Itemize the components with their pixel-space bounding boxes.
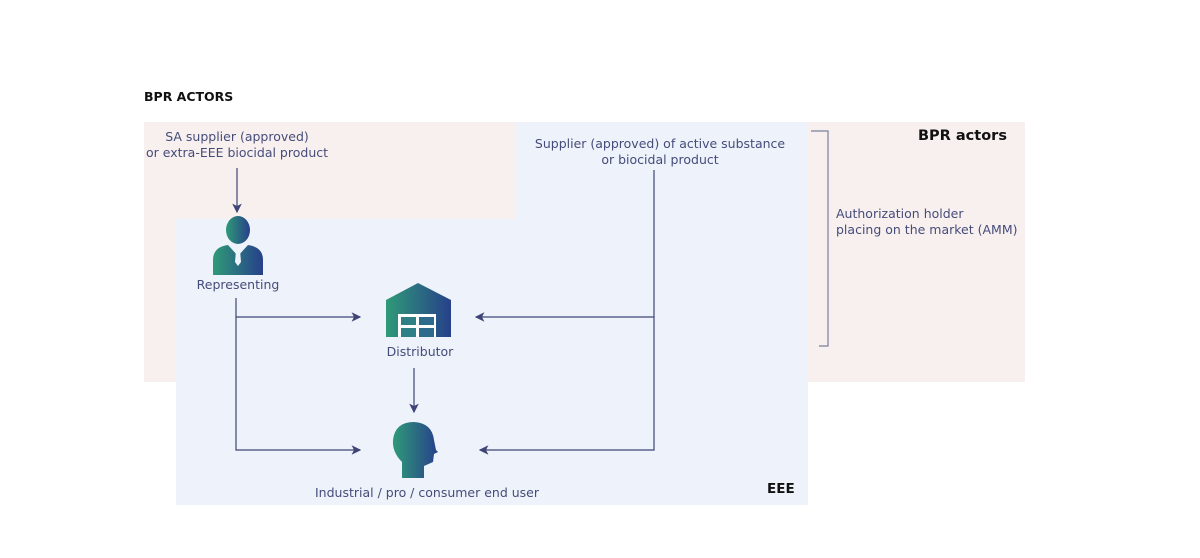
authorization-line-1: Authorization holder xyxy=(836,206,964,221)
warehouse-icon xyxy=(386,283,451,337)
sa-supplier-label: SA supplier (approved) or extra-EEE bioc… xyxy=(144,129,330,161)
sa-supplier-line-2: or extra-EEE biocidal product xyxy=(145,145,329,160)
eee-region-label: EEE xyxy=(767,481,795,497)
representing-label: Representing xyxy=(196,277,280,292)
arrow-supplier-to-end-user xyxy=(478,317,655,455)
supplier-line-2: or biocidal product xyxy=(601,152,719,167)
head-profile-icon xyxy=(392,422,438,478)
authorization-label: Authorization holder placing on the mark… xyxy=(836,206,1017,238)
sa-supplier-line-1: SA supplier (approved) xyxy=(165,129,309,144)
eee-region xyxy=(176,122,808,505)
supplier-line-1: Supplier (approved) of active substance xyxy=(534,136,786,151)
bpr-actors-region-label: BPR actors xyxy=(918,128,1007,144)
bracket-authorization xyxy=(811,130,829,347)
arrow-representing-to-end-user xyxy=(235,317,362,455)
diagram-title: BPR ACTORS xyxy=(144,89,234,104)
distributor-label: Distributor xyxy=(386,344,454,359)
supplier-label: Supplier (approved) of active substance … xyxy=(530,136,790,168)
person-icon xyxy=(213,216,263,275)
authorization-line-2: placing on the market (AMM) xyxy=(836,222,1018,237)
end-user-label: Industrial / pro / consumer end user xyxy=(314,485,540,500)
